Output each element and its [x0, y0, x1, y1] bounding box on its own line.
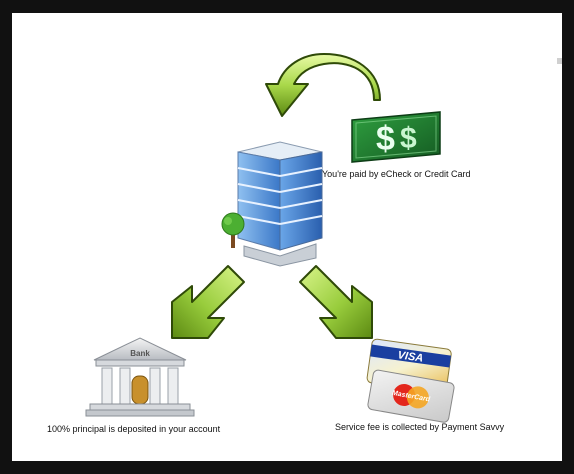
visa-card-label: VISA	[397, 349, 424, 364]
svg-text:$: $	[376, 120, 395, 158]
dollar-bill-icon: $ $	[351, 111, 441, 163]
svg-text:$: $	[400, 122, 417, 155]
office-building-icon	[237, 141, 323, 267]
down-left-arrow-icon	[171, 265, 245, 339]
frame-edge-marker	[557, 58, 562, 64]
tree-icon	[221, 212, 245, 248]
credit-cards-icon: VISA MasterCard	[366, 338, 455, 423]
principal-caption: 100% principal is deposited in your acco…	[47, 424, 221, 434]
fee-caption: Service fee is collected by Payment Savv…	[335, 422, 505, 432]
bank-sign-label: Bank	[130, 349, 150, 358]
down-right-arrow-icon	[299, 265, 373, 339]
bank-icon: Bank	[85, 337, 195, 417]
curved-return-arrow-icon	[265, 53, 381, 117]
payment-caption: You're paid by eCheck or Credit Card	[322, 169, 471, 179]
